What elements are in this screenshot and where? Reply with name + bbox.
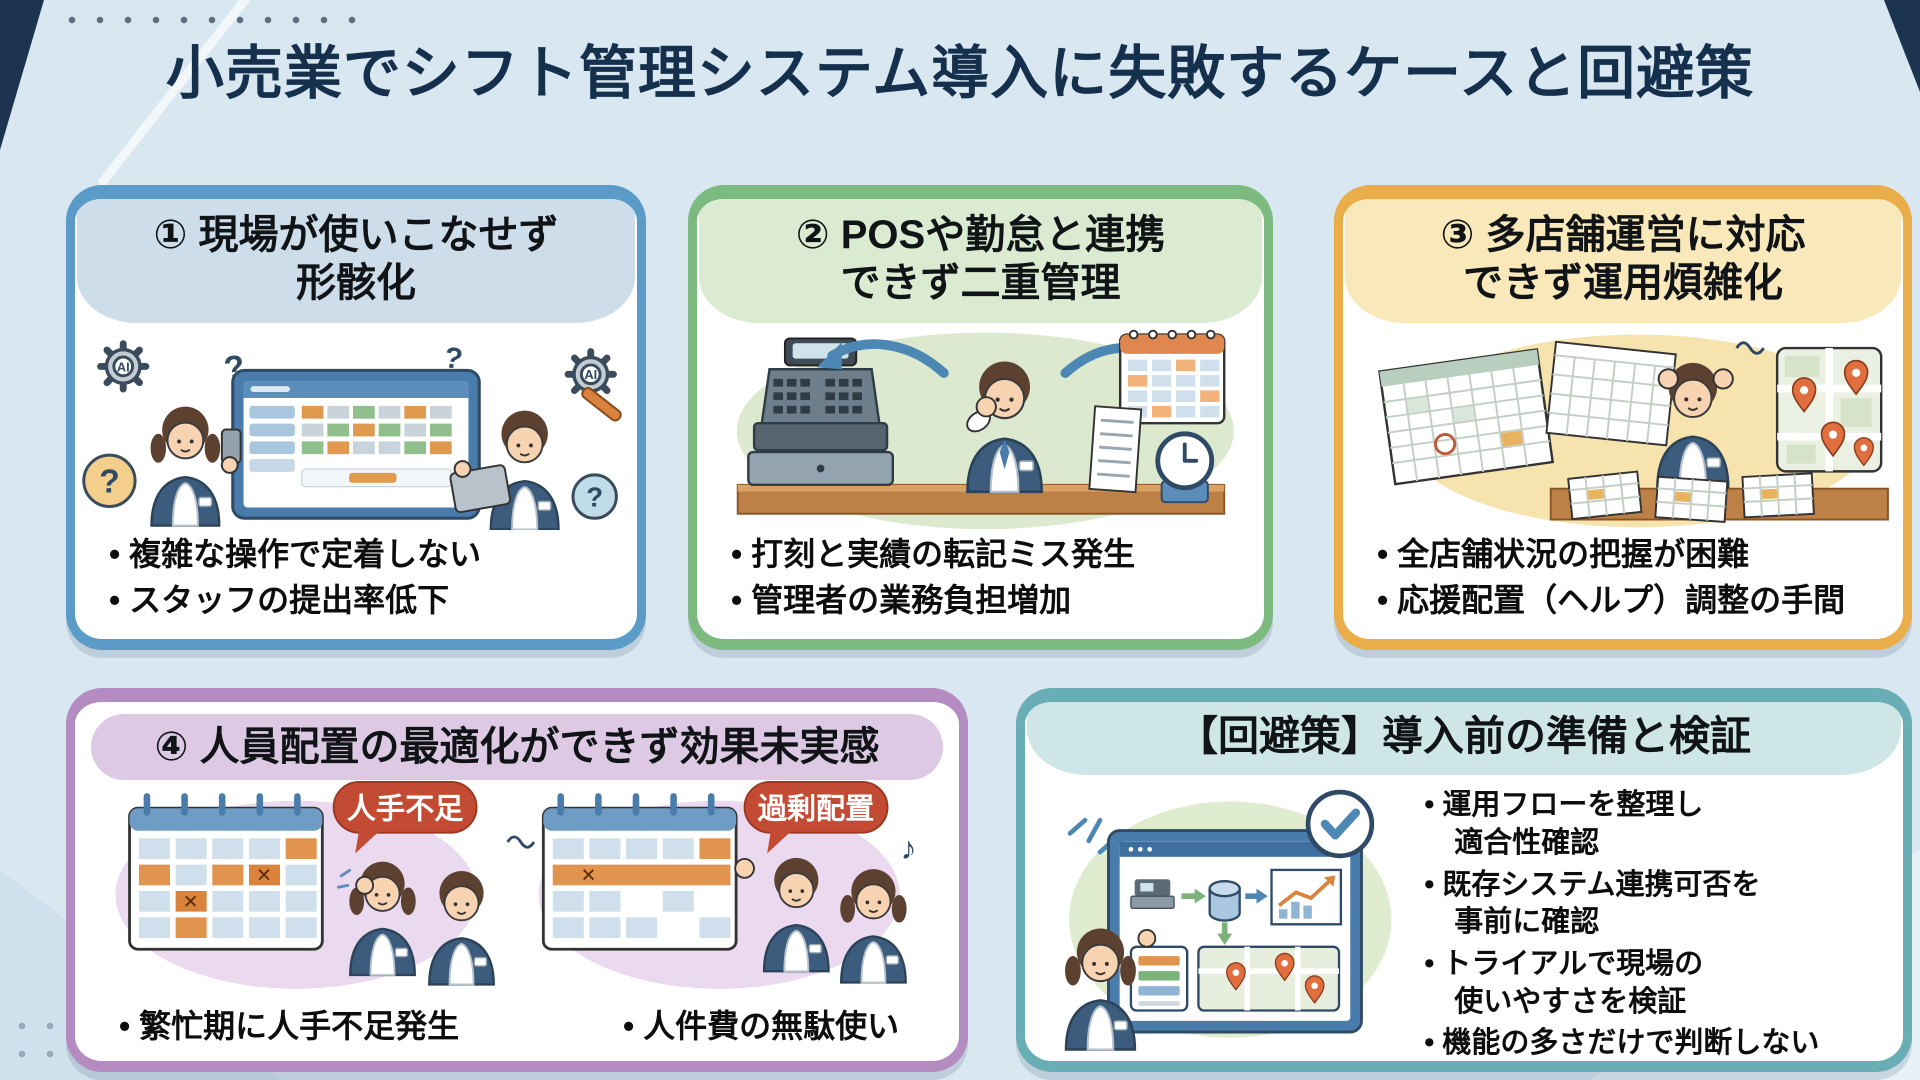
bullet-item: 人件費の無駄使い (623, 1001, 899, 1047)
receipt-icon (1088, 405, 1143, 494)
necktie (999, 439, 1010, 470)
pointing-hand (1137, 929, 1157, 948)
hand-on-cheek (975, 396, 997, 418)
bullet-item: 管理者の業務負担増加 (731, 578, 1254, 623)
bullet-item: スタッフの提出率低下 (109, 578, 627, 623)
stress-squiggle-icon (1735, 341, 1765, 355)
store-map-icon (1775, 346, 1883, 473)
multi-store-stress-illustration (1378, 334, 1889, 528)
schedule-sheet-icon (1567, 470, 1643, 521)
card1-header: ① 現場が使いこなせず 形骸化 (77, 199, 635, 323)
cross-mark: ✕ (581, 865, 597, 886)
question-mark: ? (442, 341, 466, 377)
schedule-sheet-icon (1545, 340, 1677, 447)
bullet-item: 繁忙期に人手不足発生 (119, 1001, 589, 1047)
stress-squiggle-icon (506, 835, 536, 849)
tablet-icon (1107, 829, 1363, 1034)
card2-illustration (697, 323, 1264, 530)
pos-register-icon (747, 337, 895, 487)
card5-illustration (1033, 779, 1418, 1051)
checklist-icon (1129, 945, 1189, 1012)
hand (453, 460, 472, 478)
sales-chart-icon (1270, 868, 1343, 926)
svg-text:人手不足: 人手不足 (347, 793, 464, 826)
staff-person-icon (151, 407, 221, 526)
ai-gear-icon: AI (101, 344, 146, 389)
overstaffed-row (552, 864, 731, 886)
pos-register-manager-illustration (736, 329, 1234, 530)
card5-title: 【回避策】導入前の準備と検証 (1177, 713, 1751, 759)
card5-bullet-list: 運用フローを整理し 適合性確認 既存システム連携可否を 事前に確認 トライアルで… (1418, 779, 1889, 1059)
hand-on-head (355, 875, 375, 895)
cross-mark: ✕ (183, 891, 199, 912)
svg-text:AI: AI (117, 359, 130, 374)
bullet-item: トライアルで現場の 使いやすさを検証 (1424, 946, 1889, 1021)
card4-title: ④ 人員配置の最適化ができず効果未実感 (154, 725, 880, 769)
calendar-icon: ✕ (541, 793, 738, 951)
tablet-schedule-icon (231, 368, 481, 520)
preparation-verification-illustration (1033, 789, 1392, 1051)
ai-gear-icon: AI (568, 352, 622, 422)
card-failure-4: ④ 人員配置の最適化ができず効果未実感 (66, 688, 968, 1072)
card3-illustration (1343, 323, 1903, 530)
schedule-sheet-icon (1378, 348, 1555, 486)
bullet-item: 打刻と実績の転記ミス発生 (731, 532, 1254, 577)
card3-header: ③ 多店舗運営に対応 できず運用煩雑化 (1345, 199, 1901, 323)
page-title: 小売業でシフト管理システム導入に失敗するケースと回避策 (165, 41, 1755, 106)
svg-text:AI: AI (584, 367, 597, 382)
svg-text:過剰配置: 過剰配置 (758, 793, 875, 826)
card5-header: 【回避策】導入前の準備と検証 (1027, 702, 1901, 776)
question-bubble-icon: ? (82, 453, 137, 508)
calendar-icon: ✕ ✕ (128, 793, 324, 951)
sync-arrow-icon (816, 339, 949, 378)
cross-mark: ✕ (256, 865, 272, 886)
question-bubble-icon: ? (571, 473, 618, 520)
database-icon (1208, 880, 1241, 922)
card4-bullet-list: 繁忙期に人手不足発生 人件費の無駄使い (75, 1001, 959, 1061)
card1-bullet-list: 複雑な操作で定着しない スタッフの提出率低下 (109, 532, 627, 623)
check-circle-icon (1305, 789, 1375, 859)
music-note-icon: ♪ (901, 830, 917, 866)
card4-illustration: ✕ ✕ 人手不足 (75, 780, 959, 1001)
hand-on-head (1657, 368, 1679, 390)
card-failure-2: ② POSや勤怠と連携 できず二重管理 (688, 185, 1273, 650)
bullet-item: 複雑な操作で定着しない (109, 532, 627, 577)
card4-header: ④ 人員配置の最適化ができず効果未実感 (91, 714, 943, 780)
svg-text:?: ? (586, 481, 603, 512)
card1-title: ① 現場が使いこなせず 形骸化 (153, 213, 559, 305)
card3-bullet-list: 全店舗状況の把握が困難 応援配置（ヘルプ）調整の手間 (1377, 532, 1893, 623)
bullet-item: 既存システム連携可否を 事前に確認 (1424, 867, 1889, 942)
bullet-item: 運用フローを整理し 適合性確認 (1424, 787, 1889, 862)
clock-icon (1155, 431, 1215, 504)
bullet-item: 全店舗状況の把握が困難 (1377, 532, 1893, 577)
calendar-icon (1118, 329, 1226, 425)
card-failure-1: ① 現場が使いこなせず 形骸化 AI ? ? ? AI (66, 185, 646, 650)
card-failure-3: ③ 多店舗運営に対応 できず運用煩雑化 (1334, 185, 1912, 650)
hand (220, 456, 239, 474)
hand-on-head (1712, 368, 1734, 390)
schedule-sheet-icon (1741, 472, 1815, 519)
card2-bullet-list: 打刻と実績の転記ミス発生 管理者の業務負担増加 (731, 532, 1254, 623)
schedule-sheet-icon (1654, 475, 1729, 523)
card2-title: ② POSや勤怠と連携 できず二重管理 (795, 213, 1166, 305)
dot-pattern-decoration (58, 6, 358, 40)
card-countermeasure: 【回避策】導入前の準備と検証 (1016, 688, 1912, 1072)
staff-confused-tablet-illustration: AI ? ? ? AI ? (82, 323, 622, 531)
sweat-marks (336, 868, 352, 889)
card1-illustration: AI ? ? ? AI ? (75, 323, 637, 531)
waving-hand (734, 858, 755, 879)
svg-text:?: ? (99, 464, 119, 501)
staffing-mismatch-illustration: ✕ ✕ 人手不足 (115, 780, 917, 989)
badge-labor-shortage: 人手不足 (332, 780, 478, 854)
store-map-icon (1197, 945, 1341, 1012)
bullet-item: 機能の多さだけで判断しない (1424, 1025, 1889, 1061)
bullet-item: 応援配置（ヘルプ）調整の手間 (1377, 578, 1893, 623)
card3-title: ③ 多店舗運営に対応 できず運用煩雑化 (1440, 213, 1806, 305)
pos-register-mini-icon (1130, 879, 1175, 910)
card2-header: ② POSや勤怠と連携 できず二重管理 (699, 199, 1262, 323)
